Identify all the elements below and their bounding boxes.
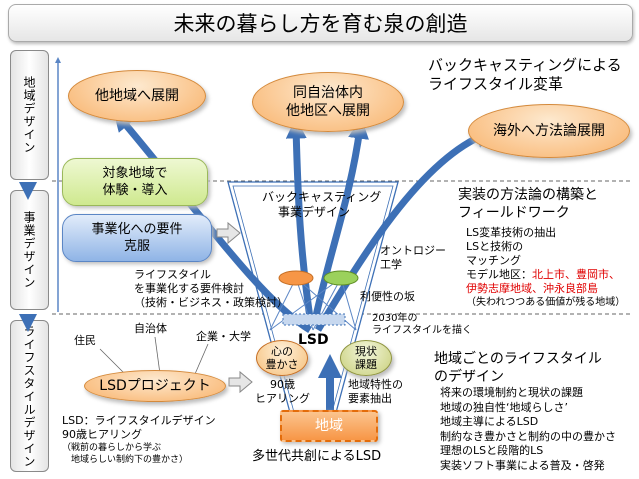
sidebar-lifestyle-design: ライフスタイルデザイン [10, 320, 49, 472]
current-issues-node: 現状 課題 [340, 340, 392, 376]
regional-heading-line1: 地域ごとのライフスタイル [434, 351, 602, 367]
implementation-heading-line2: フィールドワーク [458, 205, 570, 221]
lsd-project-label: LSDプロジェクト [99, 378, 211, 394]
legend-line2: 90歳ヒアリング [62, 428, 142, 441]
business-req-line1: 事業化への要件 [91, 222, 183, 237]
regional-item-6: 実装ソフト事業による普及・啓発 [440, 458, 605, 472]
lifestyle-req-line1: ライフスタイル [134, 268, 211, 281]
model-district: モデル地区：北上市、豊岡市、 [466, 268, 625, 282]
lifestyle-requirement-text: ライフスタイル を事業化する要件検討 （技術・ビジネス・政策検討） [134, 268, 288, 310]
model-district-label: モデル地区： [466, 268, 532, 281]
stakeholder-municipality: 自治体 [134, 322, 167, 335]
regional-heading-line2: のデザイン [434, 369, 504, 385]
backcasting-reform-caption: バックキャスティングによる ライフスタイル変革 [428, 56, 622, 94]
legend-line4: 地域らしい制約下の豊かさ） [62, 455, 189, 465]
regional-design-heading: 地域ごとのライフスタイル のデザイン [434, 350, 602, 386]
chevron-right-icon [216, 221, 241, 245]
model-district-line2: 伊勢志摩地域、沖永良部島 [466, 282, 598, 295]
sidebar-region-design: 地域デザイン [10, 50, 49, 180]
implementation-item-1: LS変革技術の抽出 [466, 226, 557, 239]
ontology-label: オントロジー 工学 [380, 244, 446, 272]
regional-item-4: 制約なき豊かさと制約の中の豊かさ [440, 429, 616, 443]
model-district-note: （失われつつある価値が残る地域） [466, 297, 626, 308]
legend-line3: （戦前の暮らしから学ぶ [62, 443, 162, 453]
extract-label: 地域特性の 要素抽出 [348, 378, 403, 406]
implementation-heading: 実装の方法論の構築と フィールドワーク [458, 186, 598, 222]
goal-other-regions: 他地域へ展開 [68, 70, 206, 122]
lsd-label: LSD [298, 332, 329, 348]
regional-item-2: 地域の独自性‘地域らしさ’ [440, 400, 568, 414]
regional-item-3: 地域主導によるLSD [440, 415, 539, 428]
implementation-heading-line1: 実装の方法論の構築と [458, 187, 598, 203]
region-box: 地域 [280, 410, 378, 442]
hearing-90-line1: 90歳 [270, 378, 295, 391]
legend-line1: LSD：ライフスタイルデザイン [62, 414, 216, 427]
funnel-backcasting-line2: 事業デザイン [277, 205, 350, 219]
model-district-line1: 北上市、豊岡市、 [532, 268, 620, 281]
regional-item-5: 理想のLSと段階的LS [440, 444, 544, 457]
page-title: 未来の暮らし方を育む泉の創造 [8, 4, 633, 42]
convenience-slope-label: 利便性の坂 [360, 290, 415, 303]
sidebar-business-design: 事業デザイン [10, 190, 49, 310]
lifestyle-req-line3: （技術・ビジネス・政策検討） [134, 296, 288, 309]
stakeholder-residents: 住民 [74, 334, 96, 347]
implementation-item-2: LSと技術の [466, 240, 524, 253]
sidebar-lifestyle-design-label: ライフスタイルデザイン [22, 324, 36, 468]
goal-other-regions-label: 他地域へ展開 [95, 88, 179, 104]
multi-generation-lsd-label: 多世代共創によるLSD [252, 449, 382, 464]
node-green [323, 270, 359, 286]
lifestyle-req-line2: を事業化する要件検討 [134, 282, 244, 295]
arrow-to-overseas [314, 128, 496, 332]
current-line1: 現状 [355, 345, 377, 358]
ontology-line1: オントロジー [380, 244, 446, 257]
ontology-line2: 工学 [380, 258, 402, 271]
goal-overseas-label: 海外へ方法論展開 [493, 123, 605, 139]
lifestyle-2030-line1: 2030年の [372, 313, 418, 324]
regional-design-list: 将来の環境制約と現状の課題 地域の独自性‘地域らしさ’ 地域主導によるLSD 制… [440, 386, 616, 473]
goal-municipal-line2: 他地区へ展開 [286, 103, 370, 119]
regional-item-1: 将来の環境制約と現状の課題 [440, 386, 583, 399]
region-box-label: 地域 [315, 417, 343, 434]
extract-line1: 地域特性の [348, 378, 403, 391]
business-req-line2: 克服 [123, 239, 150, 254]
backcasting-reform-line2: ライフスタイル変革 [428, 75, 564, 93]
lifestyle-2030-band [282, 313, 346, 326]
heart-richness-node: 心の 豊かさ [256, 340, 308, 376]
arrow-to-municipal-left [285, 117, 315, 326]
chevron-right-icon-2 [228, 370, 253, 394]
funnel-backcasting-line1: バックキャスティング [262, 190, 382, 204]
goal-municipal: 同自治体内 他地区へ展開 [252, 72, 404, 132]
legend: LSD：ライフスタイルデザイン 90歳ヒアリング （戦前の暮らしから学ぶ 地域ら… [62, 414, 216, 466]
lifestyle-2030-caption: 2030年の ライフスタイルを描く [372, 313, 472, 337]
extract-line2: 要素抽出 [348, 392, 392, 405]
hearing-90-line2: ヒアリング [255, 392, 310, 405]
goal-municipal-line1: 同自治体内 [293, 85, 363, 101]
lifestyle-2030-line2: ライフスタイルを描く [372, 325, 472, 336]
target-area-box: 対象地域で 体験・導入 [62, 158, 208, 206]
heart-line1: 心の [271, 345, 293, 358]
node-orange [278, 270, 314, 286]
business-requirement-box: 事業化への要件 克服 [62, 214, 212, 262]
current-line2: 課題 [355, 358, 377, 371]
funnel-backcasting-label: バックキャスティング 事業デザイン [262, 190, 382, 220]
heart-line2: 豊かさ [265, 358, 299, 371]
goal-overseas: 海外へ方法論展開 [468, 104, 630, 158]
implementation-list: LS変革技術の抽出 LSと技術の マッチング モデル地区：北上市、豊岡市、 伊勢… [466, 226, 625, 310]
sidebar-business-design-label: 事業デザイン [22, 211, 36, 289]
implementation-item-3: マッチング [466, 254, 521, 267]
lsd-project-oval: LSDプロジェクト [84, 370, 226, 402]
hearing-90-label: 90歳 ヒアリング [255, 378, 310, 406]
target-area-line2: 体験・導入 [102, 183, 168, 198]
backcasting-reform-line1: バックキャスティングによる [428, 56, 622, 74]
stakeholder-companies: 企業・大学 [196, 330, 251, 343]
target-area-line1: 対象地域で [102, 166, 168, 181]
sidebar-region-design-label: 地域デザイン [22, 76, 36, 154]
